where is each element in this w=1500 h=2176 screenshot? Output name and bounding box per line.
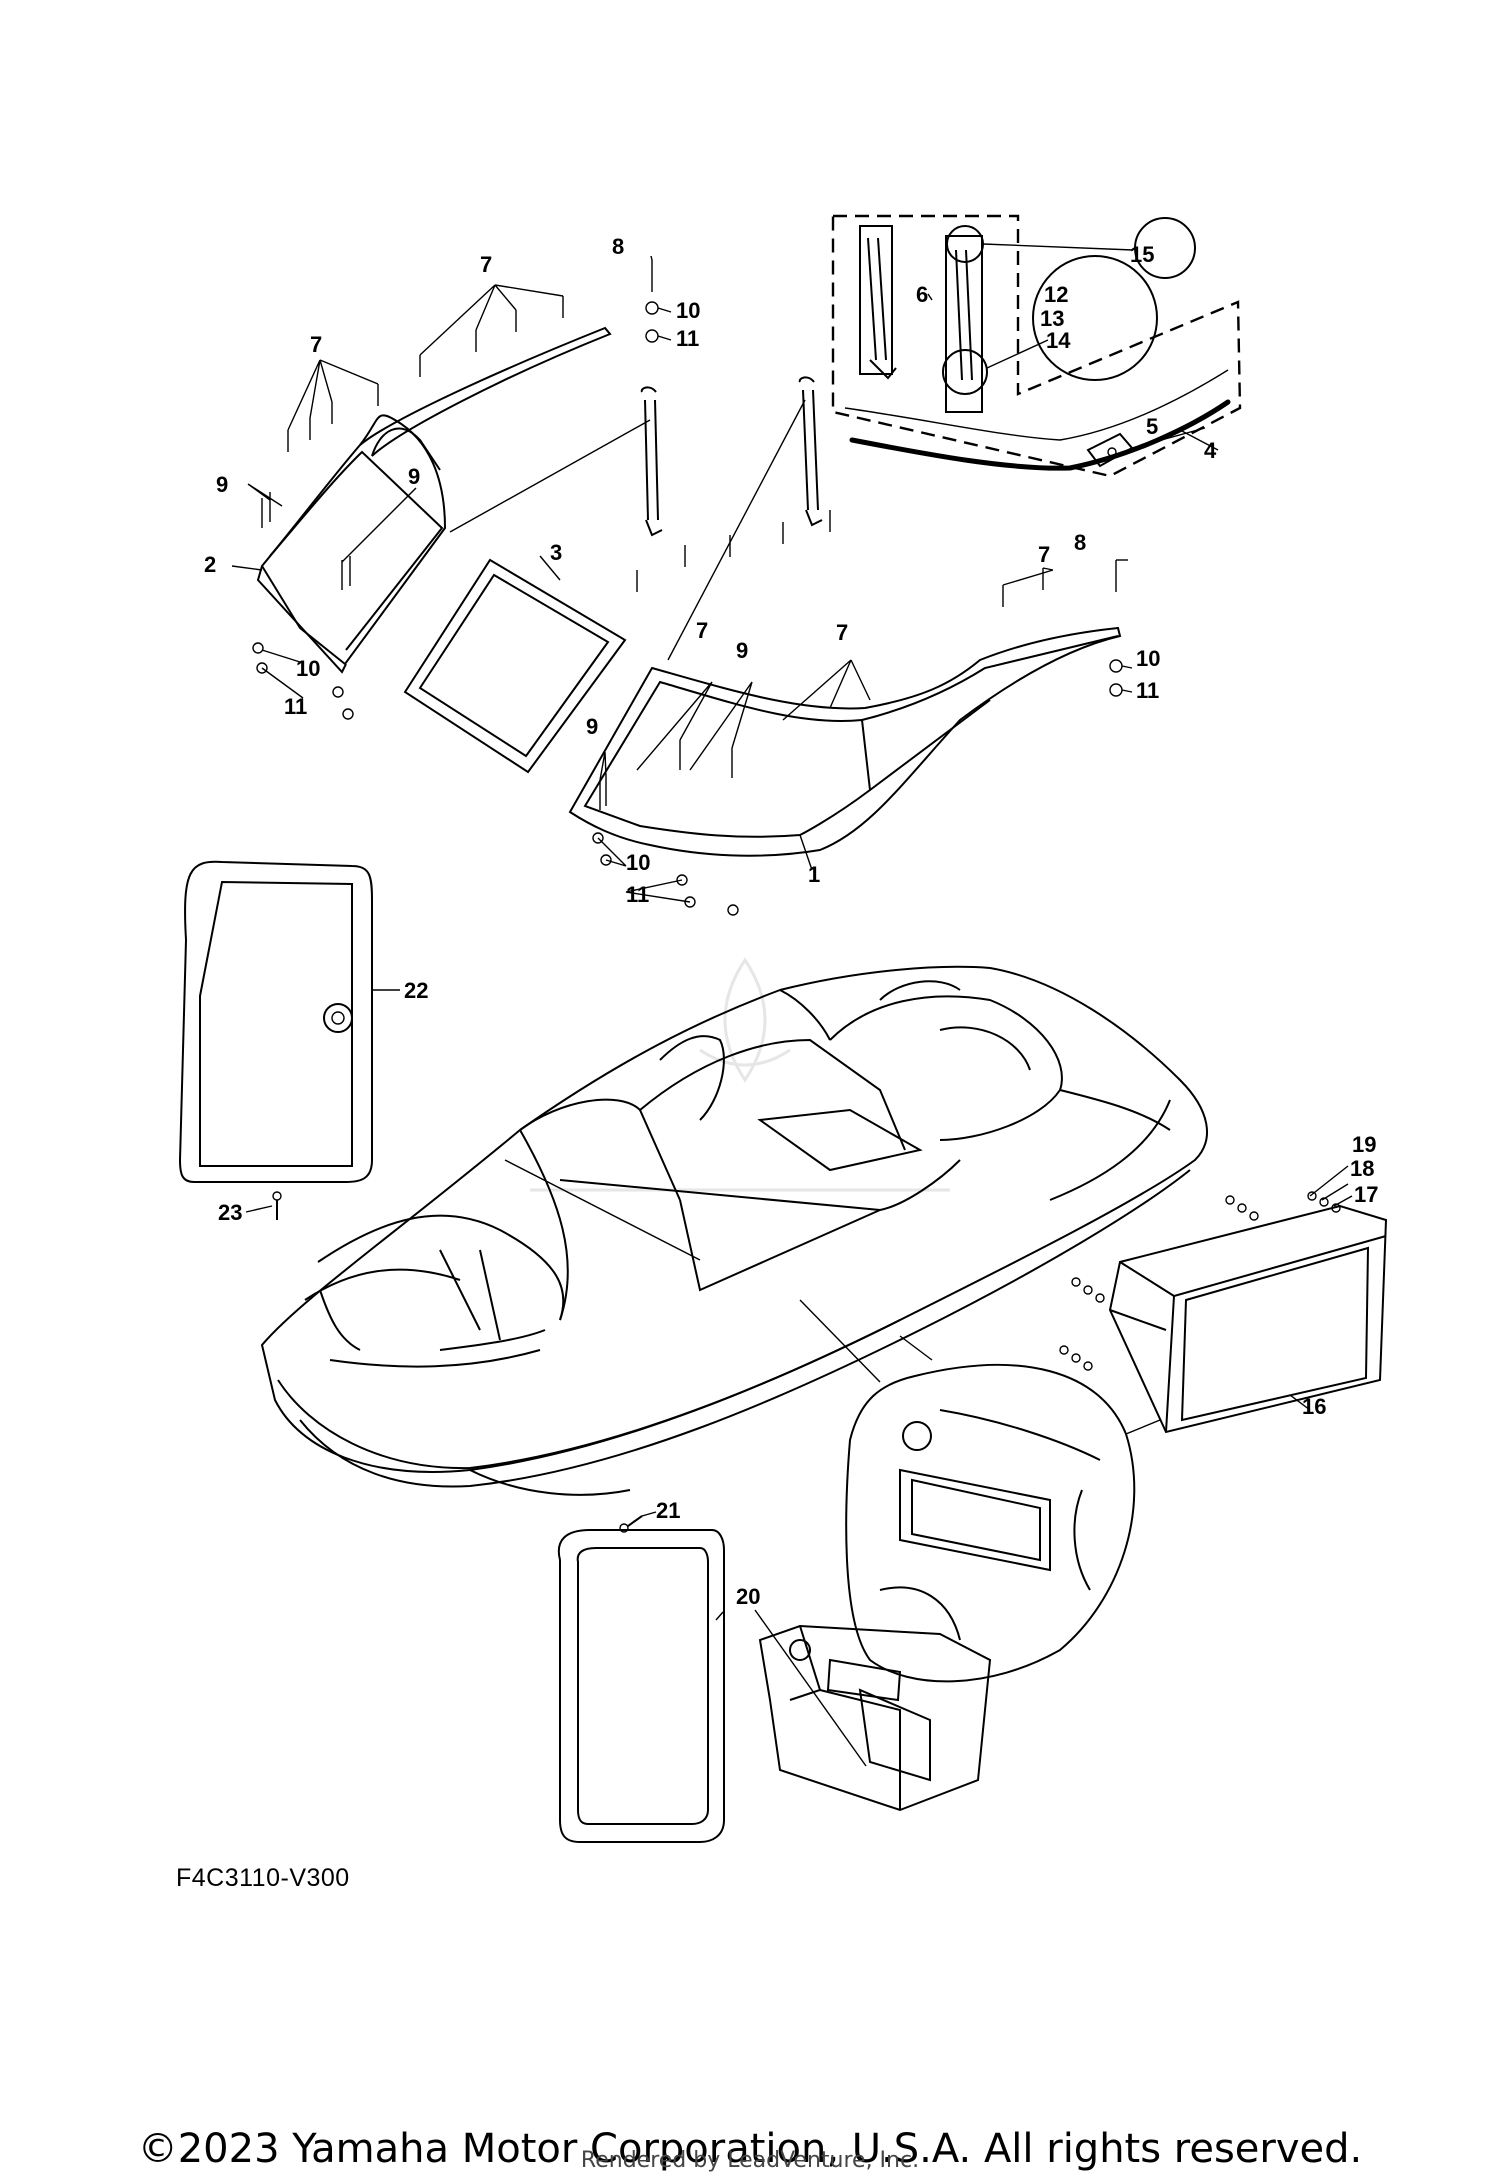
callout-10a: 10 (676, 298, 700, 323)
callout-9d: 9 (586, 714, 598, 739)
seat-door-20[interactable] (557, 1529, 725, 1843)
door-panel-22[interactable] (178, 860, 373, 1183)
screw-23[interactable] (272, 1191, 282, 1220)
tray-fasteners (1059, 1191, 1341, 1371)
callout-7e: 7 (1038, 542, 1050, 567)
callout-18: 18 (1350, 1156, 1374, 1181)
diagram-code: F4C3110-V300 (176, 1864, 350, 1892)
rendered-by-credit: Rendered by LeadVenture, Inc. (580, 2148, 920, 2173)
callout-4: 4 (1204, 438, 1217, 463)
callout-6: 6 (916, 282, 928, 307)
callout-19: 19 (1352, 1132, 1376, 1157)
callout-20: 20 (736, 1584, 760, 1609)
callout-7a: 7 (480, 252, 492, 277)
callout-21: 21 (656, 1498, 680, 1523)
callout-7d: 7 (836, 620, 848, 645)
callout-7c: 7 (696, 618, 708, 643)
boat-hull (260, 965, 1208, 1496)
callout-9b: 9 (408, 464, 420, 489)
windshield-right-panel[interactable] (568, 626, 1122, 857)
callout-2: 2 (204, 552, 216, 577)
callout-14: 14 (1046, 328, 1071, 353)
callout-5: 5 (1146, 414, 1158, 439)
windshield-left-panel[interactable] (256, 326, 612, 674)
callout-23: 23 (218, 1200, 242, 1225)
callout-13: 13 (1040, 306, 1064, 331)
hardware-fasteners (252, 260, 1123, 916)
callout-11a: 11 (676, 326, 699, 351)
callout-10d: 10 (626, 850, 650, 875)
side-rail-4[interactable] (844, 369, 1231, 471)
callout-9c: 9 (736, 638, 748, 663)
callout-10c: 10 (1136, 646, 1160, 671)
callout-17: 17 (1354, 1182, 1378, 1207)
callout-8b: 8 (1074, 530, 1086, 555)
detail-magnified-view (799, 1299, 1161, 1683)
callout-3: 3 (550, 540, 562, 565)
callout-16: 16 (1302, 1394, 1326, 1419)
grab-rod-right[interactable] (798, 376, 823, 527)
detail-circles (942, 217, 1196, 395)
callout-1: 1 (808, 862, 820, 887)
callout-11d: 11 (626, 882, 649, 907)
callout-11b: 11 (284, 694, 307, 719)
screw-21[interactable] (619, 1515, 643, 1533)
console-unit (758, 1624, 992, 1812)
leader-lines (231, 255, 1353, 1767)
storage-tray-16[interactable] (1108, 1204, 1388, 1434)
callout-8a: 8 (612, 234, 624, 259)
inset-box-rail (831, 214, 1242, 478)
grab-rod-6[interactable] (859, 225, 983, 413)
callout-9a: 9 (216, 472, 228, 497)
callout-12: 12 (1044, 282, 1068, 307)
callout-15: 15 (1130, 242, 1154, 267)
callout-22: 22 (404, 978, 428, 1003)
callout-10b: 10 (296, 656, 320, 681)
windshield-center-frame[interactable] (403, 558, 627, 774)
callout-labels: 1 2 3 4 5 6 7 7 7 7 7 8 8 9 9 9 9 10 10 … (204, 234, 1378, 1609)
grab-rod-left[interactable] (640, 386, 663, 537)
callout-11c: 11 (1136, 678, 1159, 703)
copyright-notice: ©2023 Yamaha Motor Corporation, U.S.A. A… (137, 2126, 1363, 2172)
callout-7b: 7 (310, 332, 322, 357)
